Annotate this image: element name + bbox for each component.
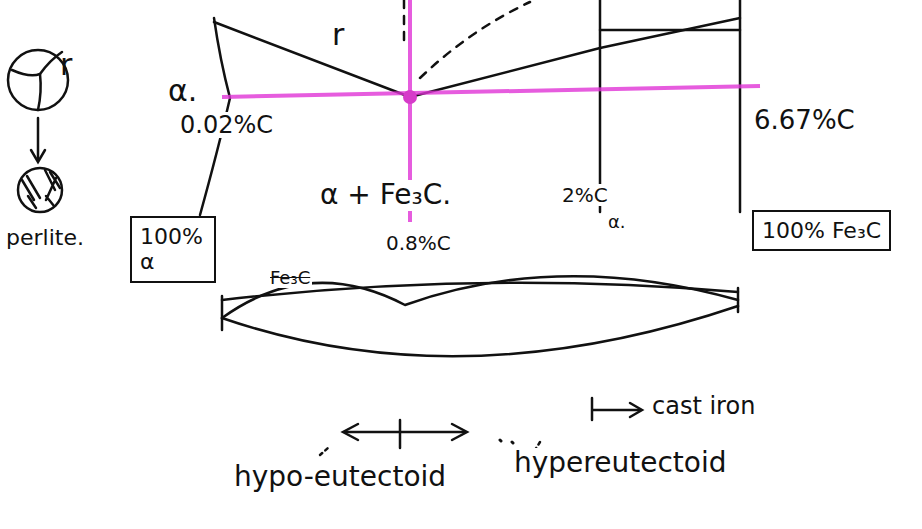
composition-label: 6.67%C: [752, 106, 857, 135]
node-text: 100% α: [140, 224, 206, 275]
composition-label: 0.8%C: [384, 232, 453, 254]
phase-box: 100% Fe₃C: [752, 210, 891, 251]
node-text: 100% Fe₃C: [762, 218, 881, 243]
phase-label: α + Fe₃C.: [318, 180, 453, 211]
composition-label: 0.02%C: [178, 112, 275, 138]
phase-label: α.: [166, 74, 199, 107]
region-label: cast iron: [650, 393, 757, 419]
phase-label: α.: [606, 212, 628, 232]
composition-label: 2%C: [560, 184, 610, 206]
phase-box: 100% α: [130, 216, 216, 283]
microstructure-label: perlite.: [4, 226, 86, 250]
phase-label: Fe₃C: [268, 268, 312, 288]
node-text: r: [60, 48, 72, 83]
region-label: hypereutectoid: [512, 448, 728, 479]
region-label: hypo-eutectoid: [232, 462, 448, 493]
grain-label: r: [60, 48, 72, 83]
phase-label: r: [330, 18, 346, 51]
